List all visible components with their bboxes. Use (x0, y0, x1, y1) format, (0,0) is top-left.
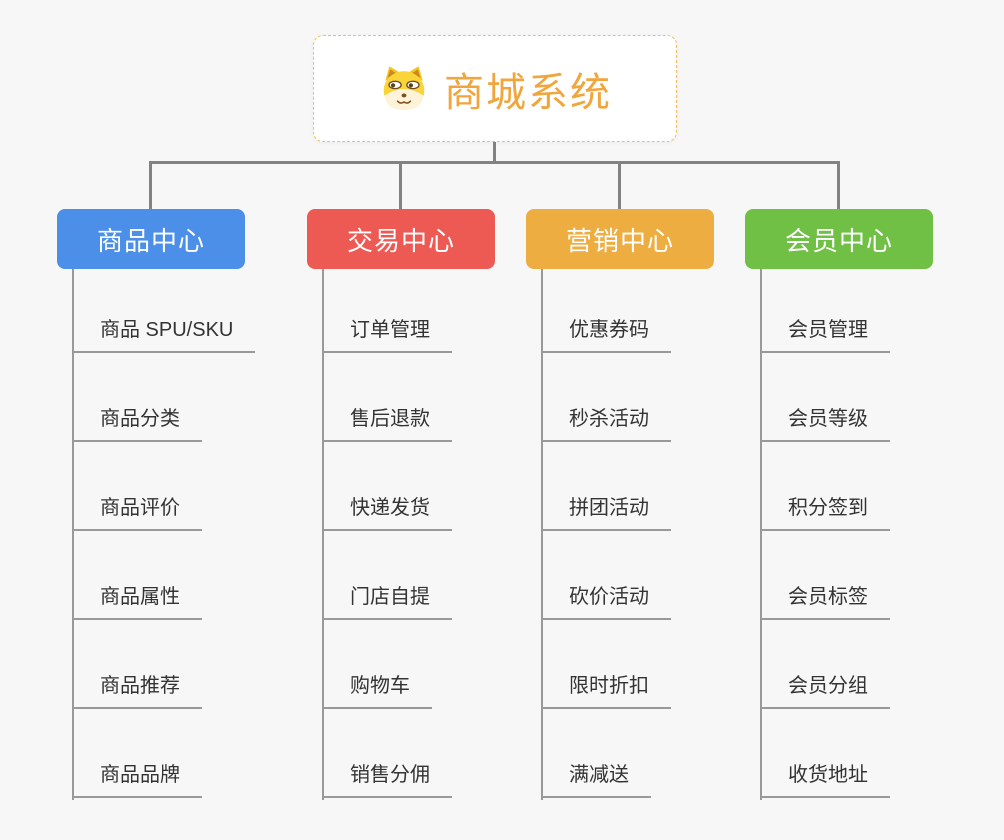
branch-node-0[interactable]: 商品中心 (57, 209, 245, 269)
leaf-node[interactable]: 快递发货 (322, 442, 452, 531)
leaf-label: 商品推荐 (72, 669, 202, 709)
leaf-label: 会员管理 (760, 313, 890, 353)
leaf-label: 商品评价 (72, 491, 202, 531)
leaf-node[interactable]: 销售分佣 (322, 709, 452, 798)
branch-node-1[interactable]: 交易中心 (307, 209, 495, 269)
leaf-node[interactable]: 售后退款 (322, 353, 452, 442)
leaf-label: 快递发货 (322, 491, 452, 531)
leaf-node[interactable]: 满减送 (541, 709, 671, 798)
branch-spine-line (72, 269, 74, 800)
leaf-node[interactable]: 会员分组 (760, 620, 890, 709)
branch-spine-line (322, 269, 324, 800)
leaf-label: 商品分类 (72, 402, 202, 442)
leaf-node[interactable]: 优惠券码 (541, 269, 671, 353)
branch-children: 优惠券码秒杀活动拼团活动砍价活动限时折扣满减送 (541, 269, 671, 798)
leaf-label: 拼团活动 (541, 491, 671, 531)
dog-face-icon (383, 65, 425, 110)
leaf-node[interactable]: 积分签到 (760, 442, 890, 531)
leaf-node[interactable]: 拼团活动 (541, 442, 671, 531)
branch-bus-line (149, 161, 840, 164)
leaf-node[interactable]: 商品属性 (72, 531, 255, 620)
leaf-label: 满减送 (541, 758, 651, 798)
leaf-label: 会员等级 (760, 402, 890, 442)
leaf-label: 会员标签 (760, 580, 890, 620)
branch-spine-line (760, 269, 762, 800)
leaf-label: 商品品牌 (72, 758, 202, 798)
leaf-node[interactable]: 购物车 (322, 620, 452, 709)
leaf-label: 售后退款 (322, 402, 452, 442)
leaf-node[interactable]: 会员等级 (760, 353, 890, 442)
leaf-node[interactable]: 秒杀活动 (541, 353, 671, 442)
leaf-label: 秒杀活动 (541, 402, 671, 442)
leaf-label: 优惠券码 (541, 313, 671, 353)
leaf-node[interactable]: 会员标签 (760, 531, 890, 620)
branch-node-2[interactable]: 营销中心 (526, 209, 714, 269)
leaf-label: 砍价活动 (541, 580, 671, 620)
leaf-label: 积分签到 (760, 491, 890, 531)
leaf-node[interactable]: 会员管理 (760, 269, 890, 353)
branch-children: 商品 SPU/SKU 商品分类商品评价商品属性商品推荐商品品牌 (72, 269, 256, 798)
leaf-label: 商品 SPU/SKU (72, 313, 256, 353)
leaf-node[interactable]: 商品品牌 (72, 709, 255, 798)
branch-drop-line (618, 162, 621, 209)
branch-children: 订单管理售后退款快递发货门店自提购物车销售分佣 (322, 269, 452, 798)
leaf-label: 收货地址 (760, 758, 890, 798)
leaf-node[interactable]: 商品分类 (72, 353, 255, 442)
leaf-node[interactable]: 商品评价 (72, 442, 255, 531)
leaf-label: 购物车 (322, 669, 432, 709)
leaf-label: 商品属性 (72, 580, 202, 620)
leaf-node[interactable]: 门店自提 (322, 531, 452, 620)
leaf-label: 会员分组 (760, 669, 890, 709)
leaf-node[interactable]: 商品推荐 (72, 620, 255, 709)
branch-node-3[interactable]: 会员中心 (745, 209, 933, 269)
branch-children: 会员管理会员等级积分签到会员标签会员分组收货地址 (760, 269, 890, 798)
leaf-label: 销售分佣 (322, 758, 452, 798)
leaf-node[interactable]: 限时折扣 (541, 620, 671, 709)
root-node[interactable]: 商城系统 (313, 35, 677, 142)
branch-drop-line (149, 162, 152, 209)
leaf-label: 订单管理 (322, 313, 452, 353)
leaf-node[interactable]: 砍价活动 (541, 531, 671, 620)
root-connector-line (493, 141, 496, 162)
root-title: 商城系统 (444, 70, 612, 115)
leaf-label: 门店自提 (322, 580, 452, 620)
leaf-node[interactable]: 收货地址 (760, 709, 890, 798)
leaf-node[interactable]: 商品 SPU/SKU (72, 269, 256, 353)
branch-drop-line (399, 162, 402, 209)
branch-drop-line (837, 162, 840, 209)
branch-spine-line (541, 269, 543, 800)
leaf-node[interactable]: 订单管理 (322, 269, 452, 353)
leaf-label: 限时折扣 (541, 669, 671, 709)
